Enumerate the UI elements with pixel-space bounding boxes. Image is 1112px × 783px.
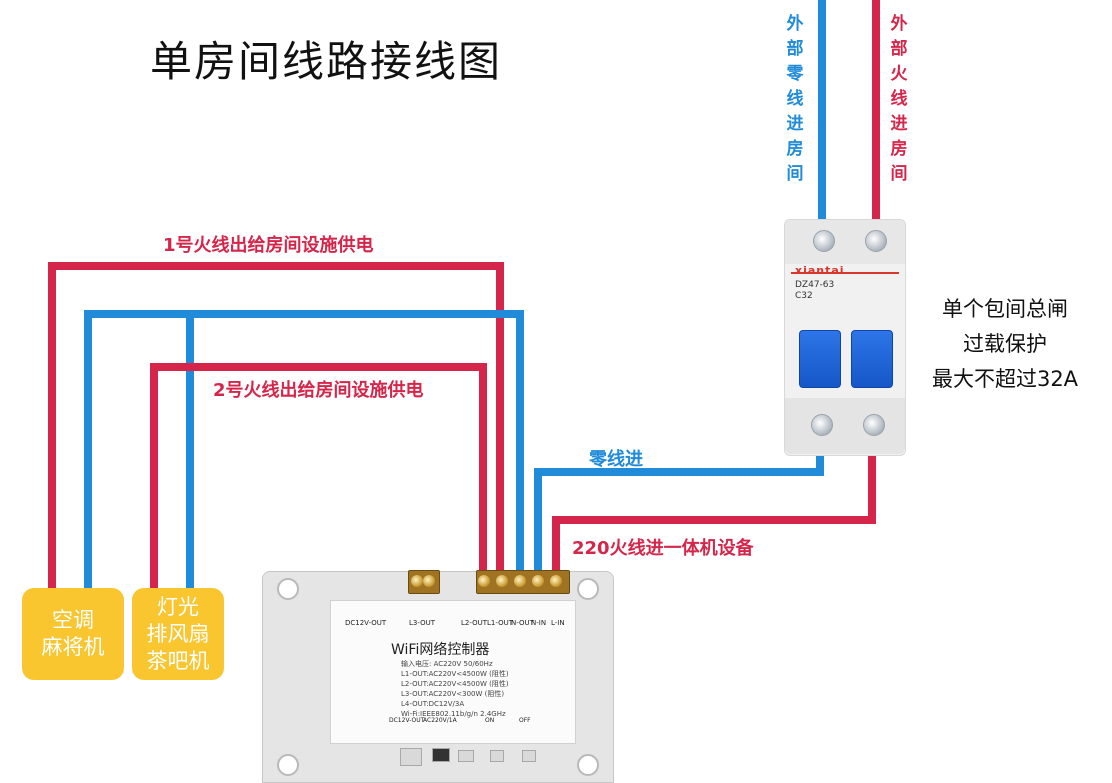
terminal-label: L1-OUT: [487, 619, 513, 627]
controller-name: WiFi网络控制器: [391, 642, 490, 658]
load-line: 灯光: [157, 594, 199, 619]
terminal-screw-icon: [550, 575, 562, 587]
bottom-port-label: DC12V-OUT: [389, 717, 425, 724]
spec-line: L2-OUT:AC220V<4500W (阻性): [401, 680, 509, 688]
spec-line: L4-OUT:DC12V/3A: [401, 700, 465, 708]
spec-line: L1-OUT:AC220V<4500W (阻性): [401, 670, 509, 678]
mount-hole-icon: [577, 578, 599, 600]
spec-line: 输入电压: AC220V 50/60Hz: [401, 660, 493, 668]
breaker-note-line: 单个包间总闸: [942, 297, 1068, 321]
breaker-model: DZ47-63 C32: [795, 280, 834, 302]
terminal-screw-icon: [532, 575, 544, 587]
on-button[interactable]: [490, 750, 504, 762]
mount-hole-icon: [577, 754, 599, 776]
load-box-light-fan-tea: 灯光 排风扇 茶吧机: [132, 588, 224, 680]
breaker-toggle-neutral[interactable]: [799, 330, 841, 388]
breaker-note-line: 过载保护: [963, 332, 1047, 356]
terminal-label: DC12V-OUT: [345, 619, 387, 627]
breaker-bottom: [785, 398, 905, 454]
live2-label: 2号火线出给房间设施供电: [213, 380, 424, 401]
mount-hole-icon: [277, 578, 299, 600]
live1-label: 1号火线出给房间设施供电: [163, 235, 374, 256]
bottom-port-label: ON: [485, 717, 495, 724]
controller-label-face: DC12V-OUT L3-OUT L2-OUT L1-OUT N-OUT N-I…: [330, 600, 576, 744]
incoming-neutral-label: 外部零线进房间: [786, 14, 804, 184]
controller-specs: 输入电压: AC220V 50/60Hz L1-OUT:AC220V<4500W…: [401, 659, 509, 719]
spec-line: Wi-Fi:IEEE802.11b/g/n 2.4GHz: [401, 710, 506, 718]
usb-port: [458, 750, 474, 762]
terminal-label: L-IN: [551, 619, 565, 627]
terminal-screw-icon: [423, 575, 435, 587]
breaker-toggle-live[interactable]: [851, 330, 893, 388]
breaker-brand: xiantai: [795, 264, 845, 277]
bottom-port-label: AC220V/1A: [423, 717, 457, 724]
incoming-live-label: 外部火线进房间: [890, 14, 908, 184]
breaker-top: [785, 220, 905, 264]
neutral-in-label: 零线进: [589, 449, 643, 470]
terminal-screw-icon: [478, 575, 490, 587]
neutral-out-wire: [84, 310, 524, 596]
live-in-label: 220火线进一体机设备: [572, 538, 754, 559]
breaker-screw-icon: [811, 414, 833, 436]
circuit-breaker: xiantai DZ47-63 C32: [784, 219, 906, 456]
load-line: 茶吧机: [146, 648, 210, 673]
load-line: 空调: [52, 608, 94, 632]
terminal-label: L2-OUT: [461, 619, 487, 627]
breaker-screw-icon: [813, 230, 835, 252]
bottom-port-label: OFF: [519, 717, 531, 724]
live-in-wire: [552, 430, 876, 584]
dc-port: [432, 748, 450, 762]
power-port: [400, 748, 422, 766]
load-line: 麻将机: [41, 635, 105, 659]
diagram-title: 单房间线路接线图: [150, 37, 503, 86]
off-button[interactable]: [522, 750, 536, 762]
breaker-model-name: DZ47-63: [795, 280, 835, 290]
load-box-ac-mahjong: 空调 麻将机: [22, 588, 124, 680]
live2-out-wire: [150, 363, 487, 596]
neutral-in-wire: [534, 430, 824, 584]
spec-line: L3-OUT:AC220V<300W (阻性): [401, 690, 505, 698]
load-line: 排风扇: [146, 621, 210, 646]
terminal-screw-icon: [496, 575, 508, 587]
breaker-rating: C32: [795, 291, 813, 301]
terminal-screw-icon: [514, 575, 526, 587]
breaker-screw-icon: [863, 414, 885, 436]
breaker-note: 单个包间总闸 过载保护 最大不超过32A: [905, 292, 1105, 397]
mount-hole-icon: [277, 754, 299, 776]
live1-out-wire: [48, 262, 504, 596]
breaker-brand-line: [791, 272, 899, 274]
terminal-screw-icon: [411, 575, 423, 587]
breaker-screw-icon: [865, 230, 887, 252]
breaker-note-line: 最大不超过32A: [931, 367, 1079, 391]
terminal-label: L3-OUT: [409, 619, 435, 627]
terminal-label: N-OUT: [511, 619, 534, 627]
terminal-label: N-IN: [531, 619, 547, 627]
